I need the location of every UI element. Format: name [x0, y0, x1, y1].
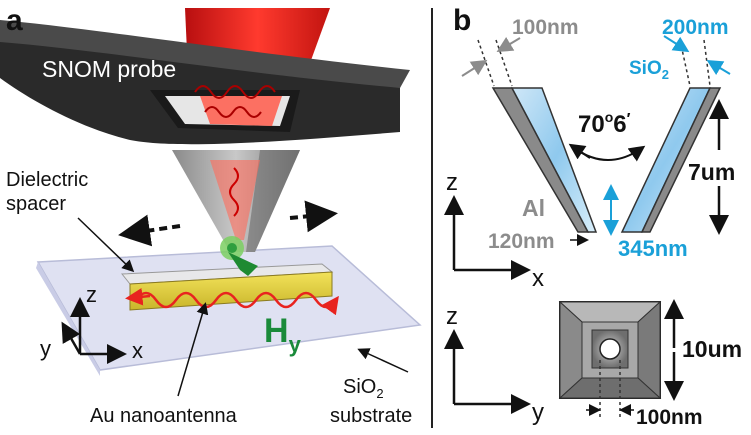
spacer-label-line1: Dielectric	[6, 169, 88, 191]
axis-a-z-label: z	[86, 282, 97, 307]
substrate-edge	[36, 262, 100, 376]
al-label: Al	[522, 195, 545, 221]
field-label-main: H	[264, 312, 289, 350]
guide-200nm-b	[703, 39, 711, 87]
scan-arrow-right	[289, 200, 338, 233]
axis-b-bottom-y-label: y	[532, 399, 544, 426]
tip-wave	[229, 167, 239, 217]
axis-b-top-z-label: z	[446, 169, 458, 196]
panel-a: a SNOM probe Dielectric spacer Hy z y x …	[0, 4, 422, 427]
antenna-current-wave	[134, 291, 339, 316]
laser-wave-2	[204, 106, 262, 118]
sio2-left	[510, 87, 598, 233]
probe-label: SNOM probe	[42, 56, 176, 82]
angle-label-main: 70	[578, 111, 605, 138]
dim-7um-label: 7um	[688, 159, 735, 185]
sio2-label-main: SiO	[629, 58, 662, 79]
panel-b: b 100nm 200nm SiO2 70o6′ Al 7um 120nm 34…	[444, 4, 742, 429]
field-label: Hy	[264, 312, 302, 357]
angle-label: 70o6′	[578, 109, 631, 138]
dim-10um-label: 10um	[682, 336, 742, 362]
panel-a-letter: a	[6, 4, 23, 37]
substrate-label-main: SiO	[343, 376, 376, 398]
dim-100nm-top-label: 100nm	[512, 16, 579, 39]
spacer-label-line2: spacer	[6, 193, 66, 215]
panel-b-letter: b	[453, 4, 471, 37]
substrate-label-line2: substrate	[330, 405, 412, 427]
dim-345nm-label: 345nm	[618, 236, 688, 261]
laser-wave	[194, 85, 276, 99]
guide-100nm-a	[477, 39, 495, 87]
dim-100nm-arrow-right	[496, 36, 521, 53]
angle-label-deg: o	[605, 109, 614, 125]
antenna-pointer	[177, 302, 209, 397]
sio2-label: SiO2	[629, 58, 669, 82]
substrate-pointer	[357, 348, 409, 373]
substrate-label-sub: 2	[376, 386, 383, 401]
axis-a-y	[61, 321, 82, 355]
dim-120nm-label: 120nm	[488, 230, 555, 253]
angle-label-min: 6	[613, 111, 626, 138]
antenna-label: Au nanoantenna	[90, 405, 238, 427]
magnetic-dipole-arrow	[228, 252, 258, 276]
dim-100nm-arrow-left	[461, 59, 488, 77]
aperture-hole	[599, 338, 621, 360]
axis-b-bottom-z-label: z	[446, 303, 458, 330]
dim-200nm-label: 200nm	[662, 16, 729, 39]
al-coating-right	[640, 87, 722, 233]
magnetic-dipole-core	[227, 243, 237, 253]
axis-a-x-label: x	[132, 338, 143, 363]
laser-beam-aperture	[200, 96, 282, 126]
probe-tip-shadow	[246, 150, 300, 252]
spacer-pointer	[77, 217, 135, 273]
dim-200nm-arrow-right	[706, 59, 731, 76]
sio2-label-sub: 2	[662, 67, 669, 82]
dim-100nm-bottom-label: 100nm	[636, 406, 703, 429]
substrate-label: SiO2	[343, 376, 384, 401]
angle-label-prime: ′	[627, 111, 631, 128]
axis-b-top-x-label: x	[532, 265, 544, 292]
scan-arrow-left	[118, 214, 181, 247]
dim-200nm-arrow-left	[663, 35, 690, 53]
axis-a-y-label: y	[40, 336, 51, 361]
probe-cantilever-top	[0, 20, 410, 88]
angle-arc-start	[568, 143, 591, 160]
antenna-arrow-left	[125, 288, 151, 306]
field-label-sub: y	[289, 332, 302, 357]
